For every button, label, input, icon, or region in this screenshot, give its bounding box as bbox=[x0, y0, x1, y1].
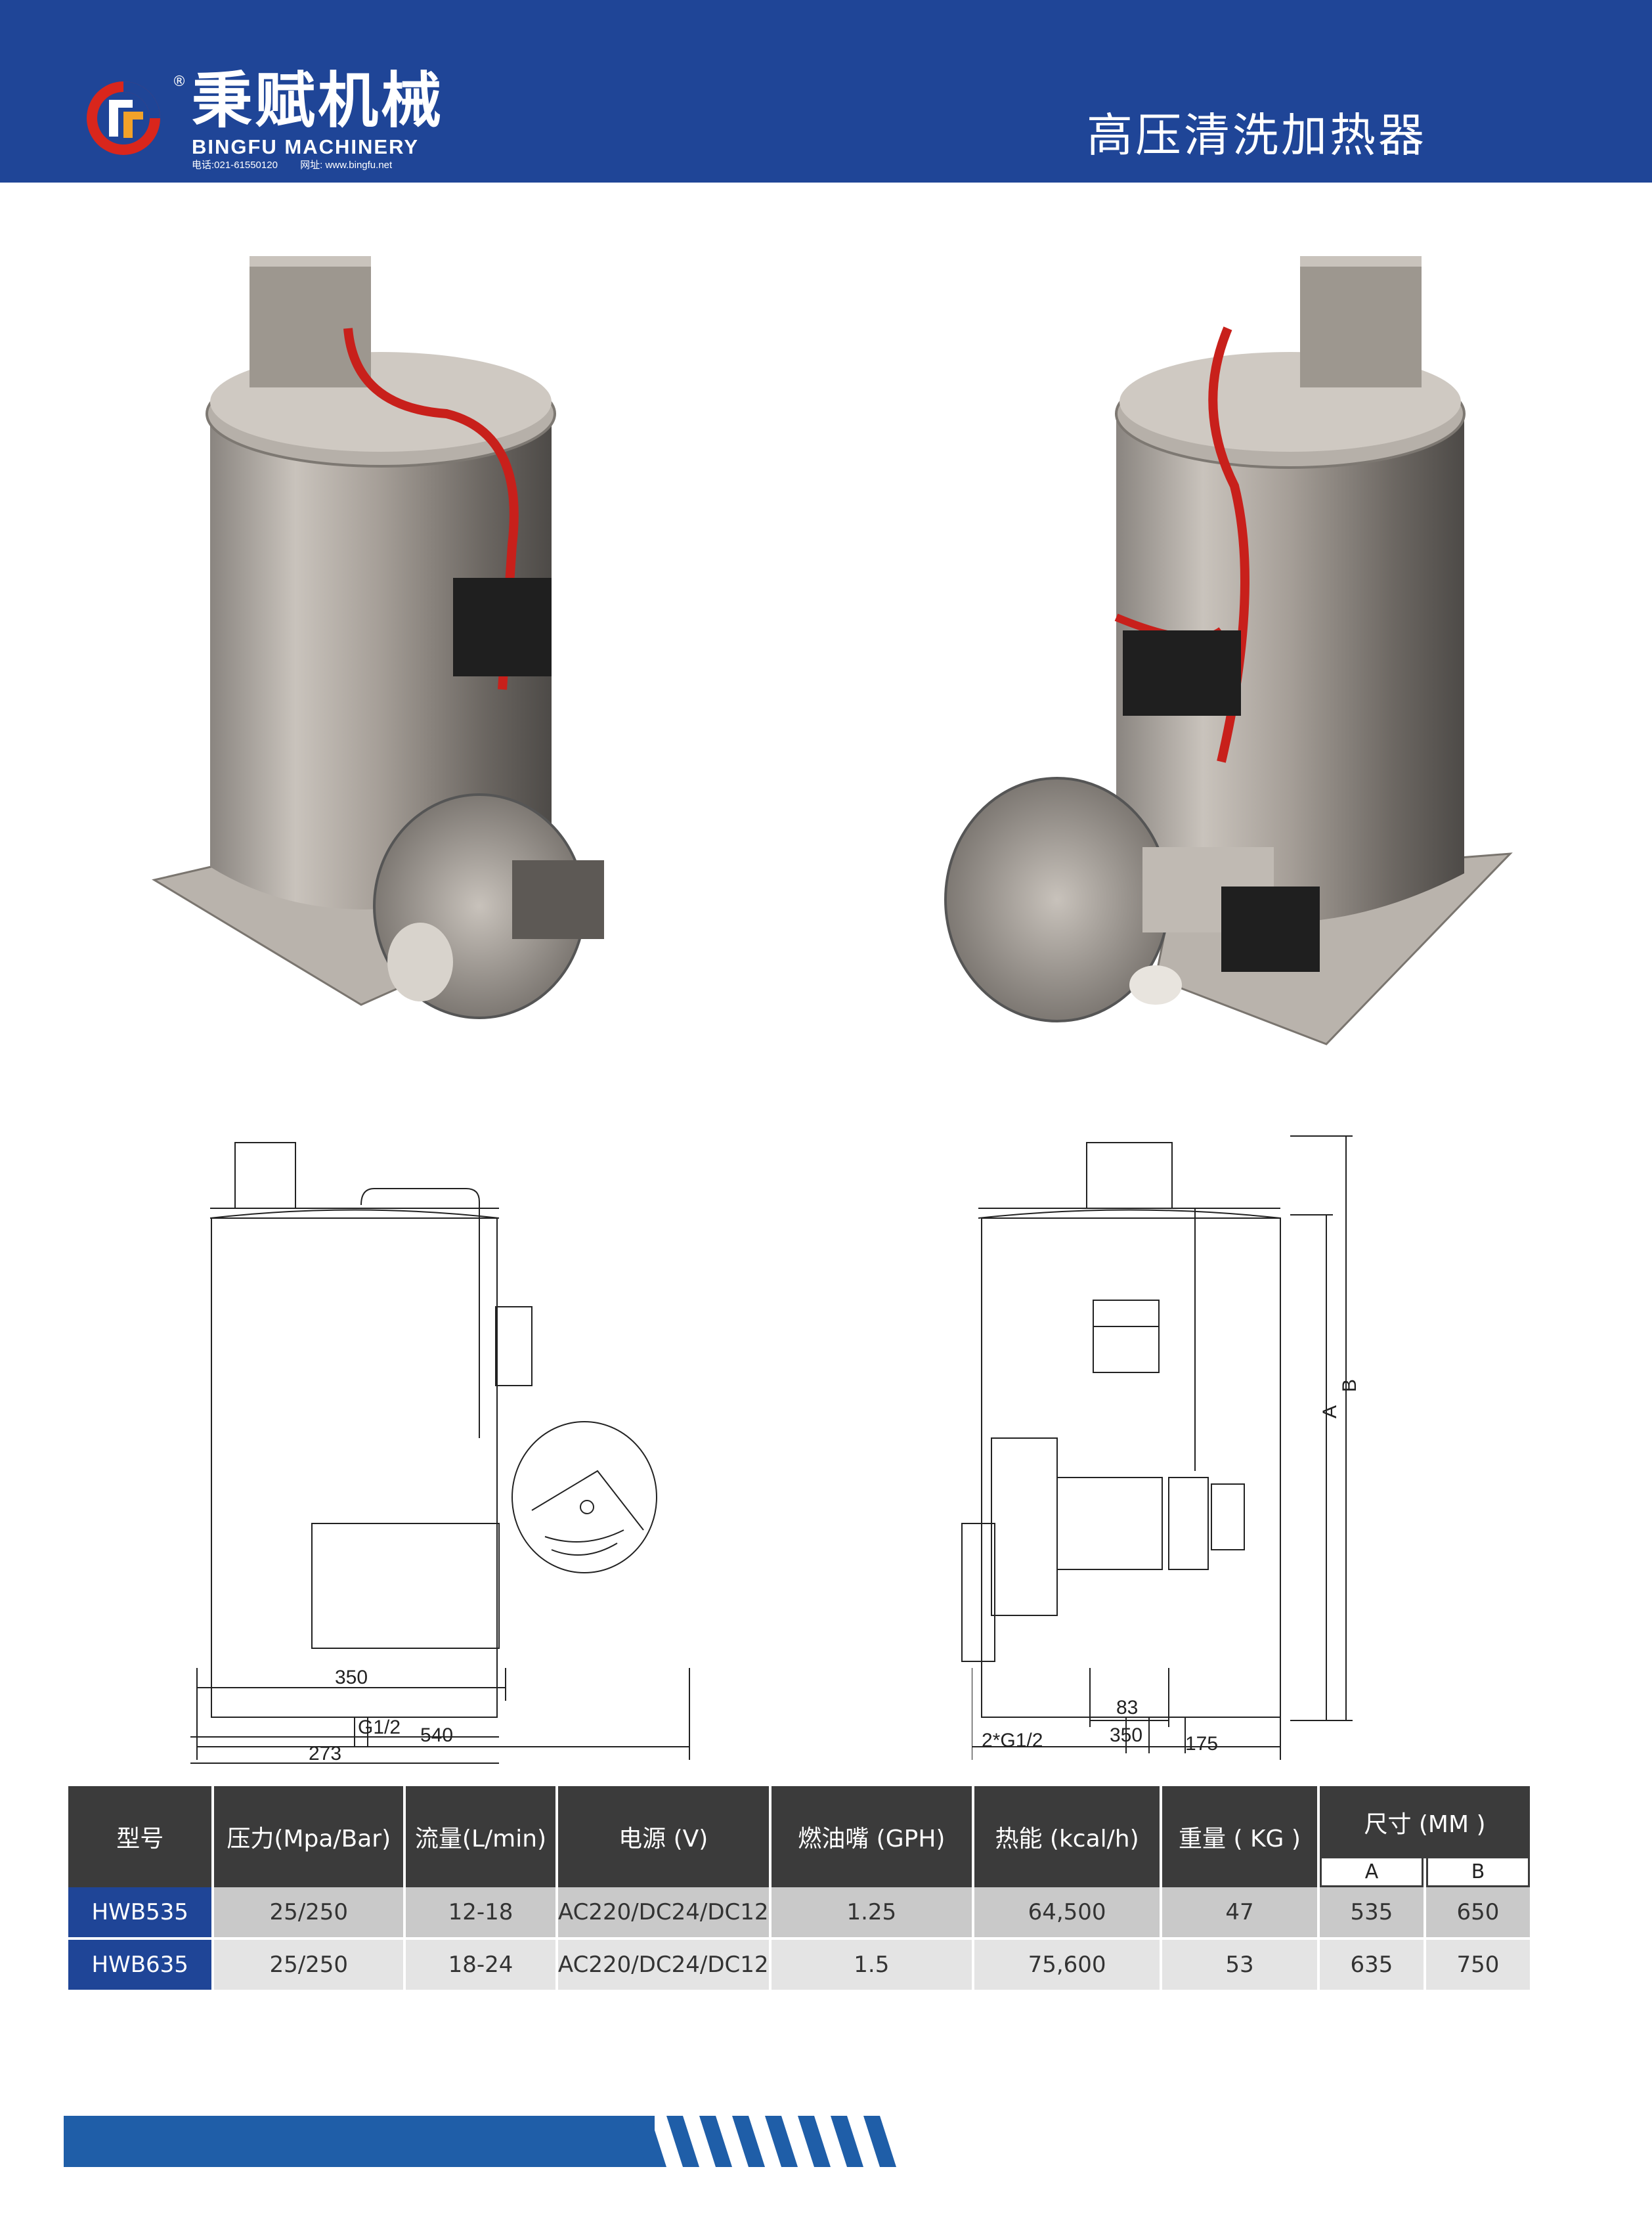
cell-flow: 18-24 bbox=[406, 1940, 555, 1992]
dim-label-83: 83 bbox=[1116, 1697, 1138, 1719]
drawing-side-view: A B 2*G1/2 175 bbox=[961, 1135, 1360, 1755]
header-bar: ® 秉赋机械 BINGFU MACHINERY 电话:021-61550120 … bbox=[0, 0, 1652, 183]
cell-heat: 75,600 bbox=[974, 1940, 1160, 1992]
table-row: HWB535 25/250 12-18 AC220/DC24/DC12 1.25… bbox=[68, 1887, 1530, 1940]
cell-model: HWB635 bbox=[68, 1940, 212, 1992]
cell-power: AC220/DC24/DC12 bbox=[557, 1887, 769, 1940]
drawing-side-dims: 83 350 bbox=[972, 1668, 1281, 1760]
col-header-power: 电源 (V) bbox=[557, 1786, 769, 1887]
cell-weight: 53 bbox=[1162, 1940, 1317, 1992]
drawing-front-dims: 350 540 bbox=[196, 1668, 690, 1760]
cell-heat: 64,500 bbox=[974, 1887, 1160, 1940]
cell-model: HWB535 bbox=[68, 1887, 212, 1940]
cell-flow: 12-18 bbox=[406, 1887, 555, 1940]
dim-label-a: A bbox=[1319, 1405, 1341, 1418]
cell-size-a: 635 bbox=[1319, 1940, 1424, 1992]
brand-name-en: BINGFU MACHINERY bbox=[192, 135, 420, 158]
col-header-flow: 流量(L/min) bbox=[406, 1786, 555, 1887]
col-header-model: 型号 bbox=[68, 1786, 212, 1887]
col-subheader-b: B bbox=[1425, 1858, 1530, 1887]
dim-label-350-left: 350 bbox=[335, 1668, 368, 1688]
cell-nozzle: 1.25 bbox=[771, 1887, 972, 1940]
col-header-pressure: 压力(Mpa/Bar) bbox=[214, 1786, 404, 1887]
cell-size-b: 750 bbox=[1425, 1940, 1530, 1992]
table-row: HWB635 25/250 18-24 AC220/DC24/DC12 1.5 … bbox=[68, 1940, 1530, 1992]
contact-info: 电话:021-61550120 网址: www.bingfu.net bbox=[192, 158, 412, 171]
dim-label-b: B bbox=[1339, 1379, 1360, 1392]
cell-weight: 47 bbox=[1162, 1887, 1317, 1940]
cell-pressure: 25/250 bbox=[214, 1940, 404, 1992]
registered-mark: ® bbox=[172, 74, 186, 90]
col-header-size: 尺寸 (MM ) bbox=[1319, 1786, 1530, 1859]
cell-nozzle: 1.5 bbox=[771, 1940, 972, 1992]
col-subheader-a: A bbox=[1319, 1858, 1424, 1887]
product-photo-side bbox=[944, 256, 1513, 1045]
dim-label-540: 540 bbox=[420, 1724, 453, 1746]
thread-label-right: 2*G1/2 bbox=[982, 1730, 1043, 1751]
col-header-weight: 重量 ( KG ) bbox=[1162, 1786, 1317, 1887]
cell-size-b: 650 bbox=[1425, 1887, 1530, 1940]
phone-text: 电话:021-61550120 bbox=[192, 160, 278, 171]
website-text: 网址: www.bingfu.net bbox=[300, 160, 393, 171]
col-header-nozzle: 燃油嘴 (GPH) bbox=[771, 1786, 972, 1887]
footer-bar bbox=[64, 2116, 655, 2167]
bingfu-logo-icon bbox=[87, 81, 160, 155]
dim-label-350-right: 350 bbox=[1110, 1724, 1142, 1746]
dim-label-175: 175 bbox=[1185, 1733, 1218, 1755]
cell-pressure: 25/250 bbox=[214, 1887, 404, 1940]
footer-stripes-decoration bbox=[630, 2116, 896, 2167]
cell-power: AC220/DC24/DC12 bbox=[557, 1940, 769, 1992]
cell-size-a: 535 bbox=[1319, 1887, 1424, 1940]
brand-name-cn: 秉赋机械 bbox=[192, 66, 445, 136]
col-header-heat: 热能 (kcal/h) bbox=[974, 1786, 1160, 1887]
page-title: 高压清洗加热器 bbox=[1087, 108, 1427, 162]
spec-table: 型号 压力(Mpa/Bar) 流量(L/min) 电源 (V) 燃油嘴 (GPH… bbox=[66, 1786, 1532, 1992]
thread-label-left: G1/2 bbox=[358, 1717, 401, 1738]
product-photo-front bbox=[152, 256, 604, 1019]
